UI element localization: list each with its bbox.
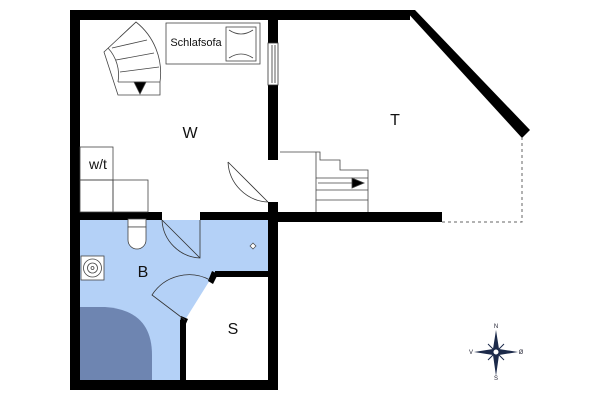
door-b-s <box>151 274 211 321</box>
door-w-b <box>161 219 201 259</box>
compass-east-label: Ø <box>518 350 524 356</box>
washer-dryer <box>79 146 149 213</box>
toilet <box>127 218 147 250</box>
sofa-bed-label: Schlafsofa <box>170 37 222 49</box>
sofa-bed <box>165 22 261 65</box>
room-label-washer-dryer: w/t <box>89 156 107 172</box>
walls <box>70 10 530 390</box>
compass-west-label: V <box>468 350 474 356</box>
compass-south-label: S <box>493 376 499 382</box>
terrace-edge <box>442 138 523 223</box>
spiral-stairs <box>103 21 161 96</box>
room-label-living: W <box>182 125 198 142</box>
stair-arrow-icon <box>351 177 366 189</box>
window <box>267 42 279 86</box>
room-label-storage: S <box>227 321 239 338</box>
sink <box>80 255 105 281</box>
straight-stairs <box>280 151 369 212</box>
door-w-t <box>227 161 269 203</box>
compass-north-label: N <box>493 324 499 330</box>
shower <box>80 307 152 380</box>
stair-arrow-icon <box>133 81 147 95</box>
room-label-bath: B <box>137 264 149 281</box>
floor-drain-icon <box>249 242 257 250</box>
room-label-terrace: T <box>390 112 400 129</box>
compass-icon <box>474 330 518 376</box>
